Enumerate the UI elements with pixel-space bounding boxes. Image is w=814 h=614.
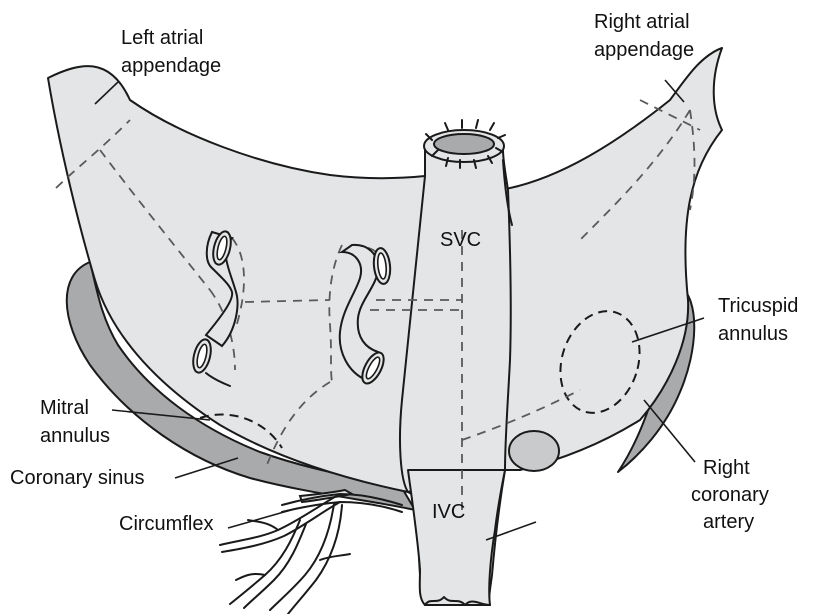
- right-coronary-artery-label-line2: coronary: [691, 484, 769, 506]
- right-coronary-artery-label-line3: artery: [703, 511, 754, 533]
- right-atrial-appendage-label-line1: Right atrial: [594, 11, 690, 33]
- left-atrial-appendage-label-line1: Left atrial: [121, 27, 203, 49]
- tricuspid-annulus-label-line2: annulus: [718, 323, 788, 345]
- coronary-sinus-ostium: [509, 431, 559, 471]
- coronary-sinus-label: Coronary sinus: [10, 467, 145, 489]
- ivc-label: IVC: [432, 501, 465, 523]
- mitral-annulus-label-line1: Mitral: [40, 397, 89, 419]
- right-atrial-appendage-label-line2: appendage: [594, 39, 694, 61]
- tricuspid-annulus-label-line1: Tricuspid: [718, 295, 798, 317]
- left-atrial-appendage-label-line2: appendage: [121, 55, 221, 77]
- circumflex-label: Circumflex: [119, 513, 213, 535]
- circumflex-branches: [220, 490, 402, 614]
- right-coronary-artery-label-line1: Right: [703, 457, 750, 479]
- mitral-annulus-label-line2: annulus: [40, 425, 110, 447]
- svc-label: SVC: [440, 229, 481, 251]
